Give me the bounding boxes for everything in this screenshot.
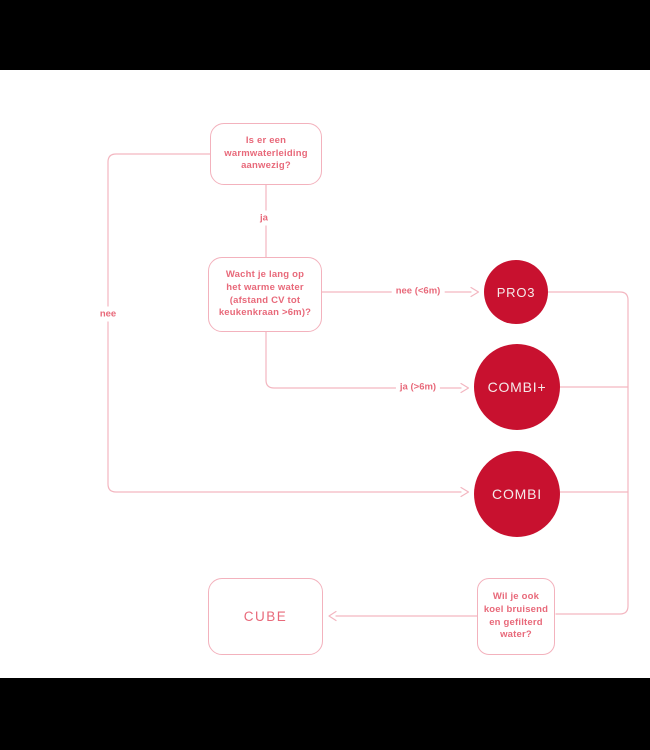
product-node-combi-plus: COMBI+	[474, 344, 560, 430]
edge-nee6m-arrowhead	[470, 286, 480, 298]
question-wachttijd: Wacht je lang op het warme water (afstan…	[208, 257, 322, 332]
product-node-combi: COMBI	[474, 451, 560, 537]
question-koelwater: Wil je ook koel bruisend en gefilterd wa…	[477, 578, 555, 655]
product-node-pro3: PRO3	[484, 260, 548, 324]
edge-nee-line	[107, 153, 462, 493]
edge-cube-arrowhead	[328, 610, 337, 622]
edge-label-nee-6m: nee (<6m)	[391, 283, 445, 299]
letterbox-top-bar	[0, 0, 650, 70]
question-warmwaterleiding: Is er een warmwaterleiding aanwezig?	[210, 123, 322, 185]
edge-label-nee: nee	[95, 306, 121, 322]
letterbox-bottom-bar	[0, 678, 650, 750]
product-node-cube: CUBE	[208, 578, 323, 655]
edge-label-ja: ja	[256, 210, 272, 226]
edge-ja6m-arrowhead	[460, 382, 470, 394]
edge-nee-arrowhead	[460, 486, 470, 498]
edge-label-ja-6m: ja (>6m)	[395, 379, 441, 395]
edge-ja6m-line	[265, 331, 462, 389]
edge-rail-line	[547, 291, 629, 615]
